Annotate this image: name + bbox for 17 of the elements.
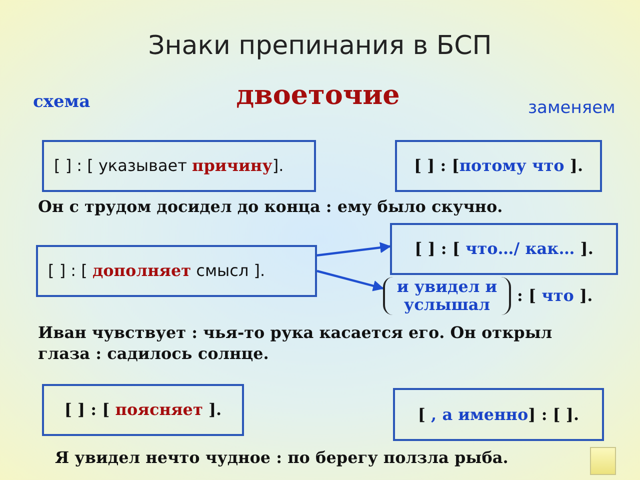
arrow [316, 242, 392, 256]
scheme-box: [ ] : [ поясняет ]. [42, 384, 244, 436]
scheme-box: [ ] : [потому что ]. [395, 140, 602, 192]
scheme-box: [ ] : [ что…/ как… ]. [390, 223, 618, 275]
arrow [316, 270, 384, 292]
scheme-text: : [ что ]. [517, 286, 593, 306]
topic-heading: двоеточие [236, 80, 400, 111]
example-sentence: Я увидел нечто чудное : по берегу ползла рыба. [55, 447, 508, 468]
bracketed-phrase: и увидел и услышал [383, 277, 511, 315]
scheme-box: [ ] : [ дополняет смысл ]. [36, 245, 317, 297]
slide-title: Знаки препинания в БСП [148, 30, 492, 62]
column-heading: заменяем [528, 98, 616, 118]
column-heading: схема [33, 92, 90, 112]
scheme-box: [ , а именно] : [ ]. [393, 388, 604, 441]
scheme-box: [ ] : [ указывает причину]. [42, 140, 316, 192]
example-sentence: Иван чувствует : чья-то рука касается его. Он открыл глаза : садилось солнце. [38, 322, 554, 364]
example-sentence: Он с трудом досидел до конца : ему было скучно. [38, 196, 503, 217]
